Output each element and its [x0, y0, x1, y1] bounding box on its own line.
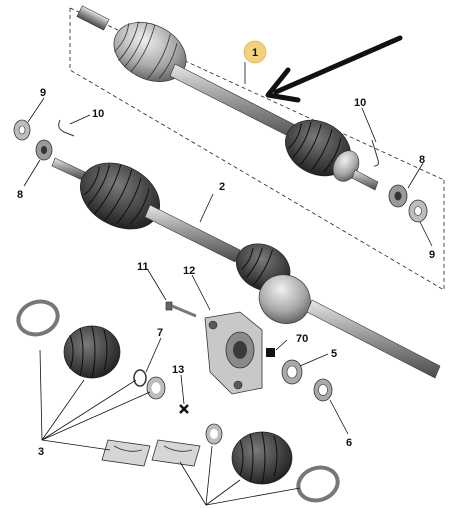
boot-left [63, 325, 121, 379]
left-nut [35, 139, 53, 161]
callout-12-label: 12 [183, 265, 195, 277]
callout-13-label: 13 [172, 364, 184, 376]
small-ring-left [146, 376, 166, 400]
seal-ring [281, 359, 303, 385]
callout-70-label: 70 [296, 333, 308, 345]
left-cotter-pin [58, 119, 75, 137]
large-clamp-right [296, 465, 340, 503]
callout-10-right-label: 10 [354, 97, 366, 109]
small-ring-right [205, 423, 223, 445]
boot-right [231, 431, 293, 485]
callout-5-label: 5 [331, 348, 337, 360]
lower-driveshaft [51, 157, 441, 379]
callout-1-label: 1 [252, 47, 258, 59]
callout-9-right-label: 9 [429, 249, 435, 261]
washer [313, 378, 333, 402]
arrow-pointer-icon [265, 35, 403, 103]
callout-3-label: 3 [38, 446, 44, 458]
callout-1: 1 [243, 40, 267, 84]
callout-8-left-label: 8 [17, 189, 23, 201]
callout-labels: 2 3 5 6 7 8 8 9 9 10 10 11 12 13 70 [17, 87, 435, 458]
grease-packet-1 [101, 439, 151, 467]
clip-ring [133, 369, 147, 387]
leader-lines [23, 97, 433, 506]
bolt [165, 301, 197, 318]
right-nut [388, 184, 408, 208]
large-clamp-left [16, 299, 60, 337]
callout-9-left-label: 9 [40, 87, 46, 99]
cross-marker-icon [179, 404, 189, 414]
callout-2-label: 2 [219, 181, 225, 193]
square-marker-icon [266, 348, 275, 357]
upper-assembly-boundary [69, 7, 445, 291]
callout-8-right-label: 8 [419, 154, 425, 166]
grease-packet-2 [151, 439, 201, 467]
callout-10-left-label: 10 [92, 108, 104, 120]
upper-driveshaft [76, 5, 379, 191]
right-cotter-pin [371, 139, 379, 167]
callout-6-label: 6 [346, 437, 352, 449]
callout-11-label: 11 [137, 261, 149, 273]
right-pin-nut [408, 199, 428, 223]
left-pin-nut [13, 119, 31, 141]
callout-7-label: 7 [157, 327, 163, 339]
bearing-bracket [204, 311, 263, 395]
